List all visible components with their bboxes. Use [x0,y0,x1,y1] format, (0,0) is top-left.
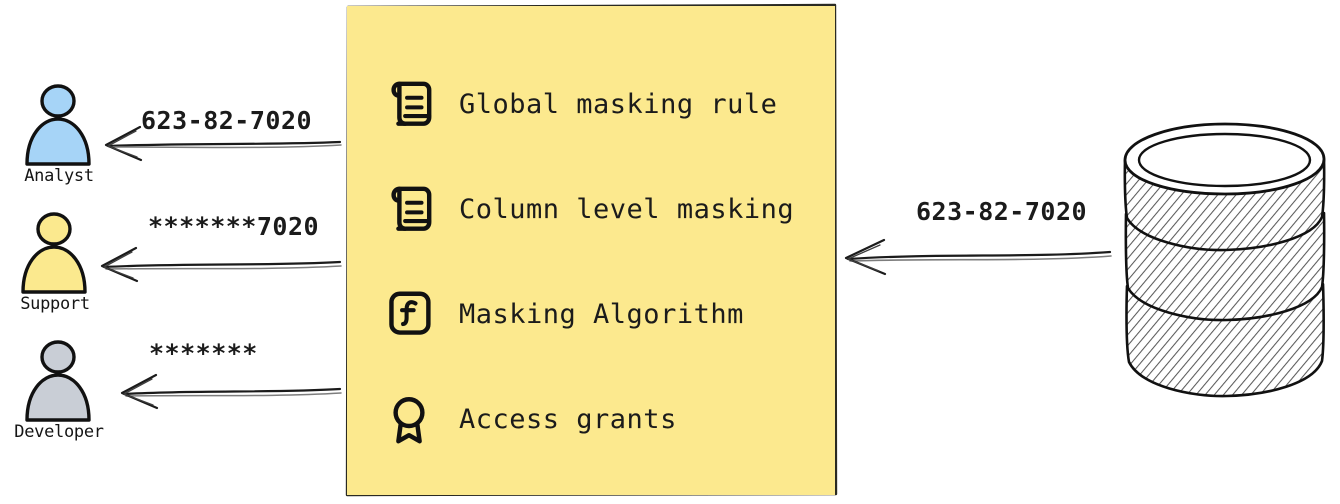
flow-value-developer: ******* [149,339,258,368]
flow-arrow-developer [120,373,342,410]
policy-list: Global masking rule Column level masking [347,6,835,495]
policy-item-global-masking-rule[interactable]: Global masking rule [383,52,835,157]
policy-item-access-grants[interactable]: Access grants [383,367,835,472]
person-icon [25,340,91,422]
persona-developer[interactable]: Developer [4,340,114,442]
persona-analyst[interactable]: Analyst [4,84,114,186]
policy-item-label: Access grants [459,404,677,435]
database-cylinder-icon[interactable] [1117,118,1333,398]
policy-item-label: Column level masking [459,194,795,225]
persona-support[interactable]: Support [0,212,110,314]
policy-panel: Global masking rule Column level masking [347,6,835,495]
persona-label: Support [20,294,90,314]
person-icon [21,212,87,294]
policy-item-masking-algorithm[interactable]: Masking Algorithm [383,262,835,367]
persona-label: Developer [14,422,104,442]
policy-item-label: Masking Algorithm [459,299,744,330]
scroll-icon [383,77,435,133]
flow-value-source: 623-82-7020 [916,197,1088,226]
policy-item-label: Global masking rule [459,89,778,120]
flow-arrow-support [100,246,342,283]
flow-arrow-database [844,238,1112,276]
flow-value-analyst: 623-82-7020 [141,106,313,135]
scroll-icon [383,182,435,238]
award-icon [383,392,435,448]
policy-item-column-level-masking[interactable]: Column level masking [383,157,835,262]
persona-label: Analyst [24,166,94,186]
flow-value-support: *******7020 [148,212,320,241]
function-icon [383,287,435,343]
flow-arrow-analyst [104,125,342,162]
person-icon [25,84,91,166]
